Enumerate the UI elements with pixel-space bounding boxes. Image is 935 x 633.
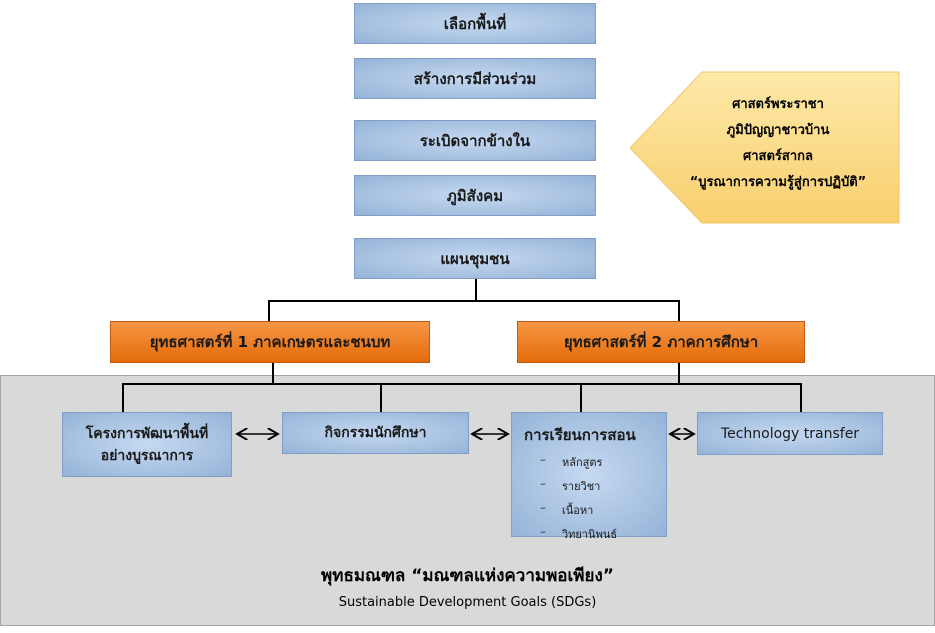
step-geosocial: ภูมิสังคม (354, 175, 596, 216)
teaching-learning: การเรียนการสอน – หลักสูตร – รายวิชา – เนื้อ… (511, 412, 667, 541)
item-label: วิทยานิพนธ์ (562, 528, 618, 541)
item-label: เนื้อหา (562, 504, 594, 517)
callout-pentagon (630, 71, 900, 224)
double-arrows (0, 425, 935, 445)
strategy-1: ยุทธศาสตร์ที่ 1 ภาคเกษตรและชนบท (110, 321, 430, 363)
step-community-plan: แผนชุมชน (354, 238, 596, 279)
connector (268, 300, 680, 302)
list-item: – เนื้อหา (524, 501, 593, 519)
dash: – (540, 453, 546, 466)
step-select-area: เลือกพื้นที่ (354, 3, 596, 44)
callout-line: ศาสตร์พระราชา (732, 97, 824, 112)
footer-subtitle: Sustainable Development Goals (SDGs) (338, 595, 597, 610)
footer-title: พุทธมณฑล “มณฑลแห่งความพอเพียง” (321, 566, 614, 586)
dash: – (540, 501, 546, 514)
connector (678, 363, 680, 384)
connector (268, 300, 270, 321)
callout-line: ศาสตร์สากล (743, 149, 813, 164)
callout-line: “บูรณาการความรู้สู่การปฏิบัติ” (689, 175, 867, 190)
connector (800, 383, 802, 412)
connector (122, 383, 124, 412)
dash: – (540, 525, 546, 538)
connector (380, 383, 382, 412)
student-activities: กิจกรรมนักศึกษา (282, 412, 469, 454)
strategy-2: ยุทธศาสตร์ที่ 2 ภาคการศึกษา (517, 321, 805, 363)
item-label: รายวิชา (562, 480, 601, 493)
list-item: – รายวิชา (524, 477, 600, 495)
list-item: – วิทยานิพนธ์ (524, 525, 617, 543)
step-explode-inside: ระเบิดจากข้างใน (354, 120, 596, 161)
connector (475, 279, 477, 301)
step-participation: สร้างการมีส่วนร่วม (354, 58, 596, 99)
connector (122, 383, 802, 385)
list-item: – หลักสูตร (524, 453, 602, 471)
connector (580, 383, 582, 412)
connector (678, 300, 680, 321)
technology-transfer: Technology transfer (697, 412, 883, 455)
callout-line: ภูมิปัญญาชาวบ้าน (726, 123, 830, 138)
integrated-area-project: โครงการพัฒนาพื้นที่อย่างบูรณาการ (62, 412, 232, 477)
connector (272, 363, 274, 384)
callout-text: ศาสตร์พระราชา ภูมิปัญญาชาวบ้าน ศาสตร์สาก… (660, 92, 896, 196)
teaching-title: การเรียนการสอน (524, 426, 636, 444)
dash: – (540, 477, 546, 490)
item-label: หลักสูตร (562, 456, 603, 469)
